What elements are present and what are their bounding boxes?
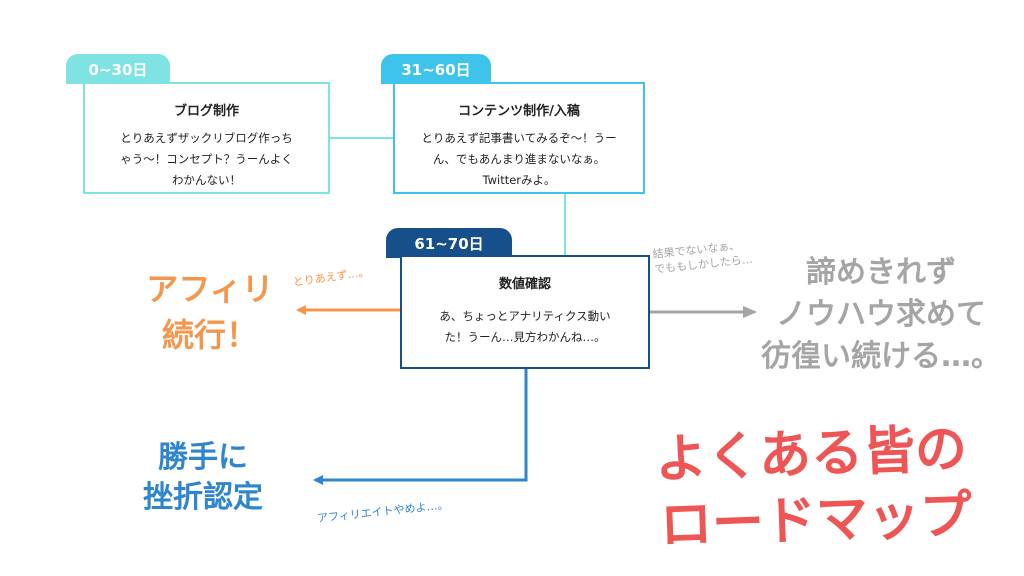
phase1-title: ブログ制作 bbox=[173, 104, 239, 119]
phase3-period-tab: 61~70日 bbox=[386, 228, 512, 258]
phase2-box: コンテンツ制作/入稿 とりあえず記事書いてみるぞ〜！うー ん、でもあんまり進まな… bbox=[393, 82, 645, 194]
phase1-period: 0~30日 bbox=[88, 60, 148, 79]
phase1-body: とりあえずザックリブログ作っち ゃう〜！コンセプト？うーんよく わかんない！ bbox=[120, 131, 293, 187]
phase2-body: とりあえず記事書いてみるぞ〜！うー ん、でもあんまり進まないなぁ。 Twitte… bbox=[421, 131, 617, 187]
phase2-title: コンテンツ制作/入稿 bbox=[458, 104, 580, 119]
phase3-box: 数値確認 あ、ちょっとアナリティクス動い た！うーん…見方わかんね…。 bbox=[400, 255, 650, 369]
outcome-wander: 諦めきれず ノウハウ求めて 彷徨い続ける…。 bbox=[761, 255, 1001, 374]
outcome-quit: 勝手に 挫折認定 bbox=[143, 440, 263, 515]
phase2-period: 31~60日 bbox=[401, 60, 471, 79]
headline-line1: よくある皆の bbox=[654, 419, 968, 491]
phase1-period-tab: 0~30日 bbox=[66, 54, 170, 84]
outcome-continue: アフィリ 続行！ bbox=[146, 270, 274, 354]
phase1-box: ブログ制作 とりあえずザックリブログ作っち ゃう〜！コンセプト？うーんよく わか… bbox=[83, 82, 330, 194]
arrow-to-quit bbox=[313, 368, 528, 485]
phase3-body: あ、ちょっとアナリティクス動い た！うーん…見方わかんね…。 bbox=[439, 309, 611, 344]
headline-line2: ロードマップ bbox=[659, 485, 973, 557]
phase2-period-tab: 31~60日 bbox=[381, 54, 491, 84]
phase3-period: 61~70日 bbox=[414, 234, 484, 253]
phase3-title: 数値確認 bbox=[498, 277, 551, 292]
